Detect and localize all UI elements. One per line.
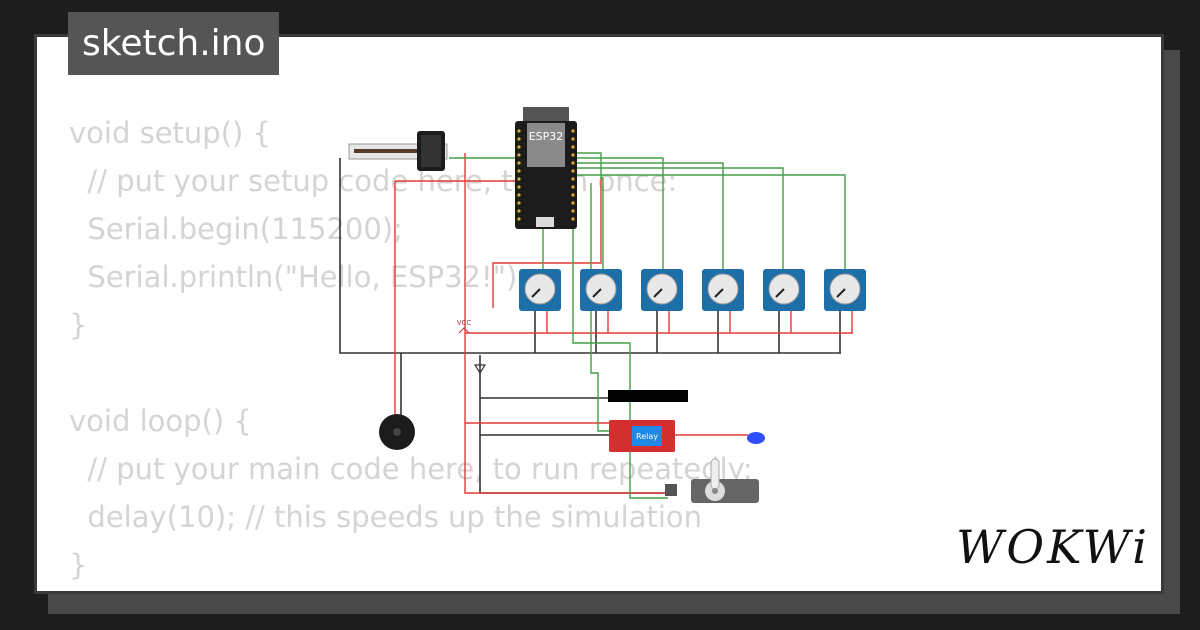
code-line: Serial.begin(115200); (69, 212, 403, 246)
relay-module[interactable]: Relay (609, 420, 675, 452)
code-line: } (69, 548, 88, 582)
relay-label: Relay (636, 432, 658, 441)
vcc-symbol: VCC (457, 319, 472, 334)
slide-potentiometer[interactable] (348, 131, 448, 171)
file-title[interactable]: sketch.ino (68, 12, 280, 75)
wokwi-logo: WOKWi (956, 520, 1150, 574)
code-line: void setup() { (69, 116, 271, 150)
project-card[interactable]: void setup() { // put your setup code he… (34, 34, 1164, 594)
power-wires (394, 153, 853, 494)
potentiometer-2[interactable] (580, 269, 622, 311)
servo-motor[interactable] (665, 458, 759, 503)
potentiometer-1[interactable] (519, 269, 561, 311)
circuit-diagram: ESP32 (339, 107, 866, 503)
rotary-potentiometers[interactable] (519, 269, 866, 311)
ground-symbol (473, 364, 487, 375)
board-pins (517, 129, 575, 221)
code-line: Serial.println("Hello, ESP32!"); (69, 260, 528, 294)
board-label: ESP32 (529, 130, 564, 143)
code-line: } (69, 308, 88, 342)
code-line: void loop() { (69, 404, 252, 438)
vcc-label: VCC (457, 319, 472, 327)
potentiometer-4[interactable] (702, 269, 744, 311)
buzzer[interactable] (379, 414, 415, 450)
module-bar[interactable] (608, 390, 688, 402)
code-preview: void setup() { // put your setup code he… (69, 109, 753, 589)
led[interactable] (747, 432, 765, 444)
code-line: delay(10); // this speeds up the simulat… (69, 500, 703, 534)
potentiometer-6[interactable] (824, 269, 866, 311)
potentiometer-5[interactable] (763, 269, 805, 311)
potentiometer-3[interactable] (641, 269, 683, 311)
esp32-board[interactable]: ESP32 (515, 107, 577, 229)
code-line: // put your main code here, to run repea… (69, 452, 753, 486)
